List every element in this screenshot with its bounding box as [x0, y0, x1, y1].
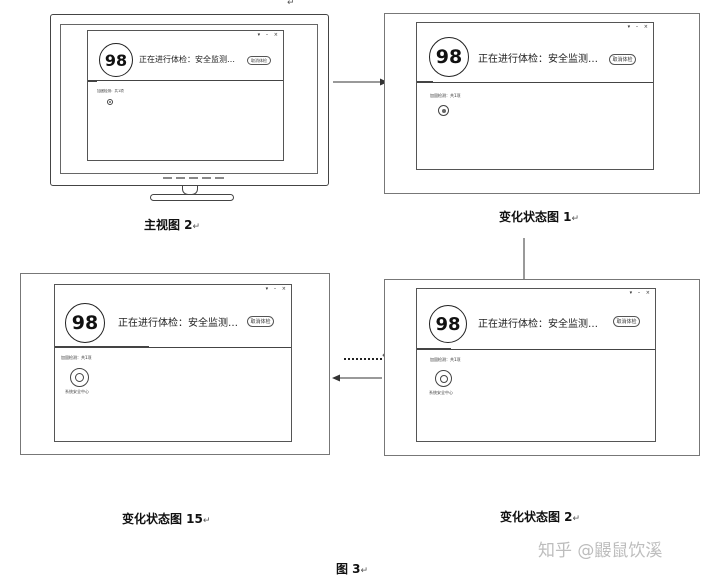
figure-caption-text: 图 3 — [336, 562, 361, 576]
paragraph-mark: ↵ — [360, 566, 369, 576]
arrow-head-left — [332, 374, 340, 382]
shield-icon-inner — [75, 373, 84, 382]
item-label: 系统安全中心 — [65, 389, 89, 394]
paragraph-mark: ↵ — [192, 222, 201, 232]
caption-state-2: 变化状态图 2↵ — [500, 508, 580, 525]
header-divider — [417, 349, 655, 350]
paragraph-mark: ↵ — [287, 0, 295, 8]
state-1-frame: ▾ – × 98 正在进行体检：安全监测… 取消体检 加固检测：共1项 — [384, 13, 700, 194]
monitor-bezel-buttons — [163, 177, 224, 179]
state-2-frame: ▾ – × 98 正在进行体检：安全监测… 取消体检 加固检测：共1项 系统安全… — [384, 279, 700, 456]
section-label: 加固检测：共1项 — [97, 89, 124, 93]
window-controls[interactable]: ▾ – × — [627, 24, 650, 30]
caption-state-15: 变化状态图 15↵ — [122, 510, 210, 527]
figure-caption: 图 3↵ — [336, 560, 368, 577]
app-window: ▾ – × 98 正在进行体检：安全监测… 取消体检 加固检测：共1项 系统安全… — [416, 288, 656, 442]
progress-bar — [417, 348, 451, 350]
window-controls[interactable]: ▾ – × — [629, 290, 652, 296]
cancel-checkup-button[interactable]: 取消体检 — [609, 54, 636, 65]
progress-bar — [55, 346, 149, 348]
shield-icon-inner — [439, 374, 448, 383]
cancel-checkup-button[interactable]: 取消体检 — [613, 316, 640, 327]
app-window: ▾ – × 98 正在进行体检：安全监测… 取消体检 加固检测：共1项 — [416, 22, 654, 170]
item-label: 系统安全中心 — [429, 390, 453, 395]
state-15-frame: ▾ – × 98 正在进行体检：安全监测… 取消体检 加固检测：共1项 系统安全… — [20, 273, 330, 455]
cancel-checkup-button[interactable]: 取消体检 — [247, 316, 274, 327]
caption-state-1-text: 变化状态图 1 — [499, 210, 572, 224]
header-divider — [55, 347, 291, 348]
caption-main-view-text: 主视图 2 — [144, 218, 193, 232]
caption-main-view: 主视图 2↵ — [144, 216, 200, 233]
section-label: 加固检测：共1项 — [430, 357, 461, 362]
cancel-checkup-button[interactable]: 取消体检 — [247, 56, 271, 65]
paragraph-mark: ↵ — [572, 514, 581, 524]
status-text: 正在进行体检：安全监测… — [478, 54, 598, 65]
progress-bar — [88, 80, 97, 82]
progress-bar — [417, 81, 433, 83]
paragraph-mark: ↵ — [202, 516, 211, 526]
status-text: 正在进行体检：安全监测… — [118, 318, 238, 329]
score-circle: 98 — [65, 303, 105, 343]
shield-icon-center — [109, 101, 111, 103]
section-label: 加固检测：共1项 — [430, 93, 461, 98]
window-controls[interactable]: ▾ – × — [257, 32, 280, 38]
header-divider — [88, 80, 283, 81]
section-label: 加固检测：共1项 — [61, 355, 92, 360]
status-text: 正在进行体检：安全监测… — [478, 319, 598, 330]
header-divider — [417, 82, 653, 83]
app-window: ▾ – × 98 正在进行体检：安全监测… 取消体检 加固检测：共1项 — [87, 30, 284, 161]
watermark: 知乎 @鼹鼠饮溪 — [538, 541, 663, 561]
shield-icon-center — [441, 108, 446, 113]
score-circle: 98 — [99, 43, 133, 77]
window-controls[interactable]: ▾ – × — [265, 286, 288, 292]
app-window: ▾ – × 98 正在进行体检：安全监测… 取消体检 加固检测：共1项 系统安全… — [54, 284, 292, 442]
status-text: 正在进行体检：安全监测… — [139, 55, 235, 64]
caption-state-15-text: 变化状态图 15 — [122, 512, 203, 526]
score-circle: 98 — [429, 305, 467, 343]
caption-state-1: 变化状态图 1↵ — [499, 208, 579, 225]
score-circle: 98 — [429, 37, 469, 77]
monitor-base — [150, 194, 234, 201]
paragraph-mark: ↵ — [571, 214, 580, 224]
caption-state-2-text: 变化状态图 2 — [500, 510, 573, 524]
